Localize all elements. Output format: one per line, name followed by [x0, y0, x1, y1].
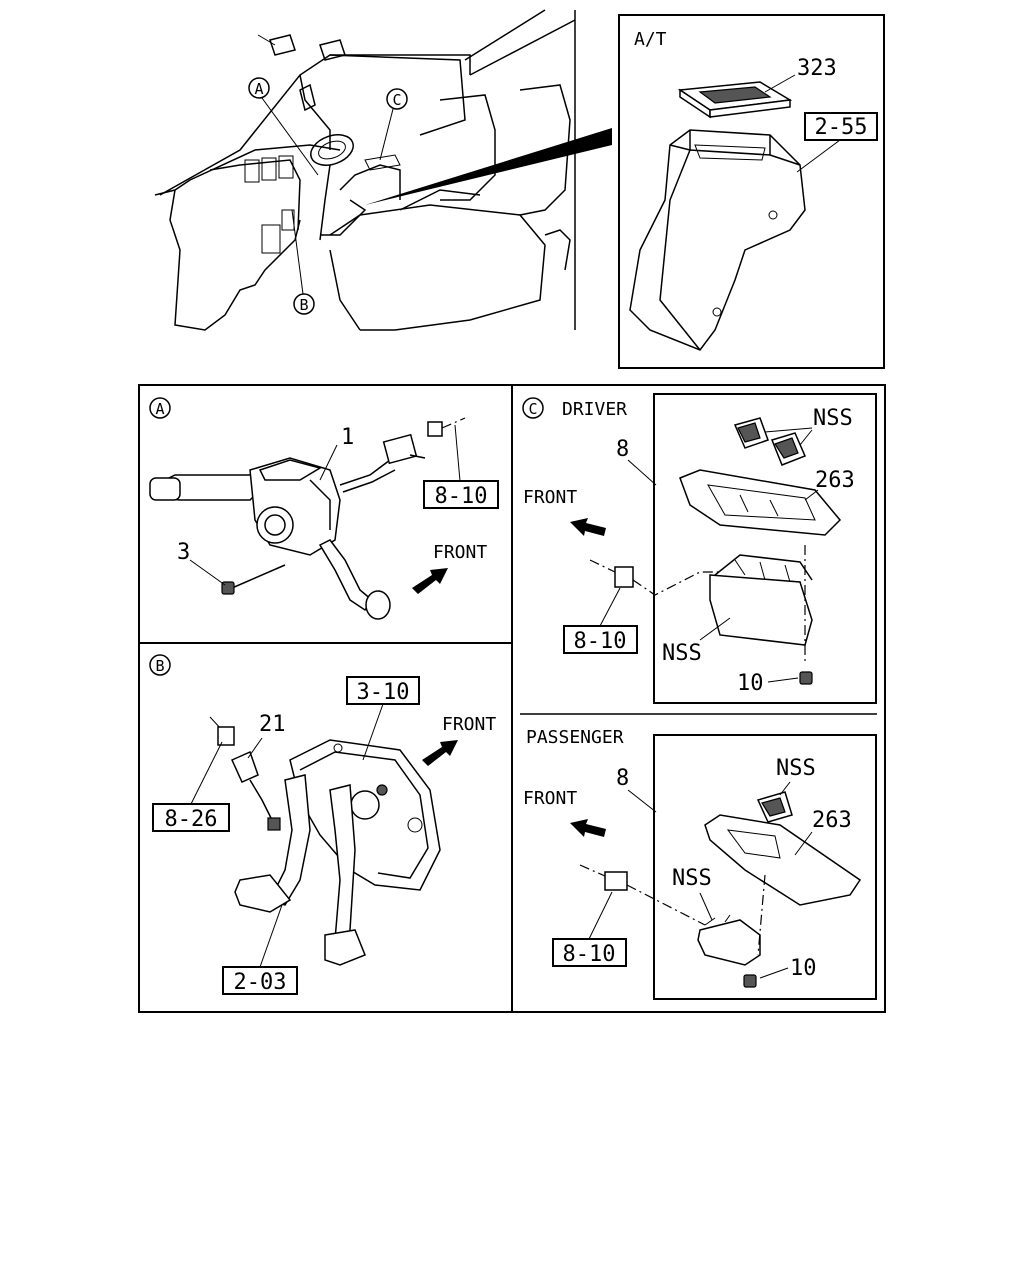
front-arrow-passenger [570, 819, 606, 837]
passenger-front: FRONT [523, 788, 577, 809]
passenger-ref: 8-10 [563, 942, 616, 967]
passenger-part-8: 8 [616, 766, 629, 791]
section-b-callout: B [155, 657, 164, 675]
passenger-part-263: 263 [812, 808, 852, 833]
passenger-part-10: 10 [790, 956, 817, 981]
driver-switch-group: DRIVER NSS 263 10 NSS [523, 393, 877, 704]
section-c-window-switches: C DRIVER NSS 263 10 NS [520, 393, 877, 1000]
passenger-nss-top: NSS [776, 756, 816, 781]
driver-front: FRONT [523, 487, 577, 508]
driver-part-263: 263 [815, 468, 855, 493]
section-a-combination-switch: A 1 3 8-10 FRONT [149, 397, 499, 620]
passenger-detail-frame [653, 734, 877, 1000]
shift-console [629, 129, 806, 351]
driver-detail-frame [653, 393, 877, 704]
label-part-21: 21 [259, 712, 286, 737]
callout-c-circle [386, 88, 408, 110]
label-part-3: 3 [177, 540, 190, 565]
cab-interior-overview: A C B [154, 9, 612, 331]
label-323: 323 [797, 56, 837, 81]
ref-box-2-55 [804, 112, 878, 141]
callout-b-circle [293, 293, 315, 315]
label-part-1: 1 [341, 425, 354, 450]
section-a-ref: 8-10 [435, 484, 488, 509]
at-inset-frame [618, 14, 885, 369]
front-arrow-driver [570, 518, 606, 536]
ref-8-26: 8-26 [165, 807, 218, 832]
section-a-callout: A [155, 400, 164, 418]
driver-ref: 8-10 [574, 629, 627, 654]
section-b-front: FRONT [442, 714, 496, 735]
ref-2-03: 2-03 [234, 970, 287, 995]
overview-callout-c: C [392, 91, 401, 109]
driver-nss-bottom: NSS [662, 641, 702, 666]
section-b-pedal-assembly: B 21 3-10 8-26 2-03 FRONT [149, 654, 496, 995]
driver-title: DRIVER [562, 399, 627, 420]
ref-3-10: 3-10 [357, 680, 410, 705]
overview-callout-a: A [254, 80, 263, 98]
ref-2-55: 2-55 [815, 115, 868, 140]
passenger-switch-group: PASSENGER NSS 263 10 NSS [523, 727, 877, 1000]
at-inset: A/T 323 2-55 [618, 14, 885, 369]
section-a-front: FRONT [433, 542, 487, 563]
driver-part-10: 10 [737, 671, 764, 696]
driver-nss-top: NSS [813, 406, 853, 431]
passenger-title: PASSENGER [526, 727, 624, 748]
passenger-nss-mid: NSS [672, 866, 712, 891]
front-arrow-b [422, 740, 458, 766]
ref-box-a-8-10 [423, 480, 499, 509]
section-c-callout: C [528, 400, 537, 418]
overview-callout-b: B [299, 296, 308, 314]
driver-part-8: 8 [616, 437, 629, 462]
callout-a-circle [248, 77, 270, 99]
front-arrow-a [412, 568, 448, 594]
shift-indicator-323 [677, 81, 793, 119]
at-title: A/T [634, 29, 667, 50]
detail-grid [138, 384, 886, 1013]
